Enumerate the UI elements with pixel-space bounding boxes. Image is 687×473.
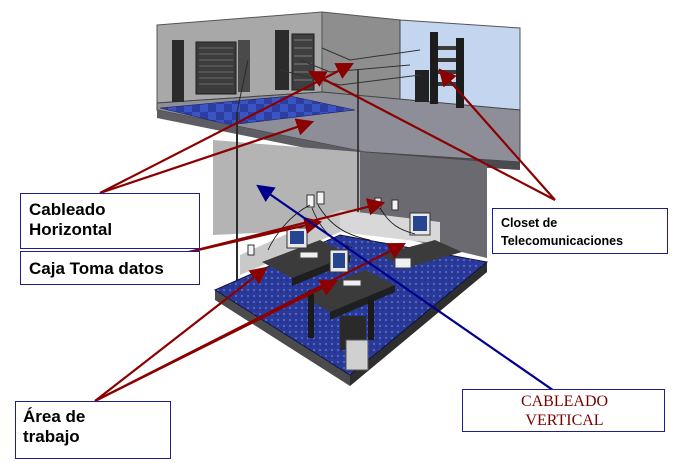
label-caja-toma-datos: Caja Toma datos — [20, 251, 200, 285]
label-closet-text: Closet de Telecomunicaciones — [501, 214, 623, 250]
label-vertical-text: CABLEADO VERTICAL — [463, 392, 666, 430]
label-line: Telecomunicaciones — [501, 234, 624, 249]
label-line: Área de — [23, 407, 86, 426]
upper-racks — [172, 30, 315, 102]
label-line: Closet de — [501, 216, 558, 230]
arrow-vertical — [256, 184, 561, 396]
label-closet-telecomunicaciones: Closet de Telecomunicaciones — [492, 208, 668, 254]
callout-arrows — [94, 62, 561, 402]
label-line: Horizontal — [29, 220, 113, 240]
upper-side-wall — [321, 11, 401, 101]
label-line: VERTICAL — [525, 412, 604, 430]
label-caja-toma-datos-text: Caja Toma datos — [29, 259, 164, 278]
label-area-de-trabajo: Área de trabajo — [15, 401, 171, 459]
computer-monitors — [286, 212, 431, 287]
arrow-closet-2 — [438, 68, 556, 201]
upper-carpet — [159, 95, 356, 126]
upper-floor — [156, 11, 521, 170]
arrow-area-3 — [94, 243, 406, 402]
arrow-area-1 — [94, 266, 268, 402]
label-cableado-horizontal: Cableado Horizontal — [20, 193, 200, 249]
lower-floor — [213, 191, 489, 386]
label-cableado-horizontal-text: Cableado Horizontal — [29, 200, 112, 241]
label-line: Cableado — [29, 200, 106, 219]
arrow-horizontal-lower — [99, 118, 315, 195]
core-left-wall — [213, 140, 360, 235]
label-cableado-vertical: CABLEADO VERTICAL — [462, 389, 665, 432]
ceiling-cables — [279, 47, 421, 86]
label-area-text: Área de trabajo — [23, 407, 85, 448]
arrow-caja-2 — [184, 198, 386, 255]
arrow-closet-1 — [308, 70, 556, 201]
label-line: CABLEADO — [520, 393, 609, 410]
label-line: trabajo — [23, 427, 80, 447]
